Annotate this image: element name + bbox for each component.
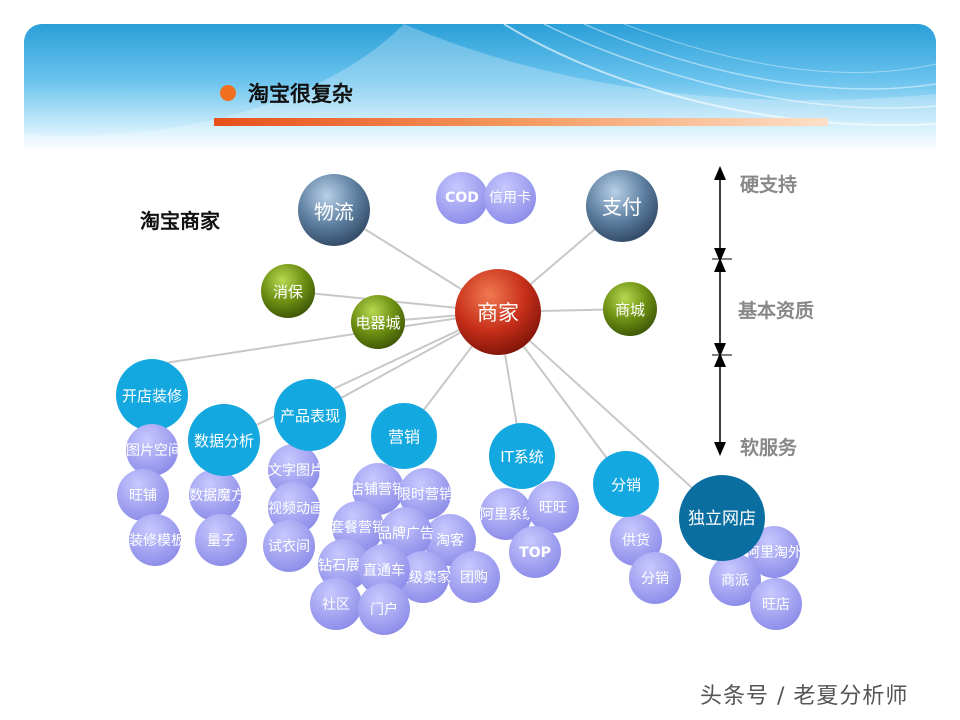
svg-text:开店装修: 开店装修 <box>122 387 182 405</box>
node-menhu: 门户 <box>358 583 410 635</box>
node-alixitong: 阿里系统 <box>480 488 536 540</box>
svg-text:社区: 社区 <box>322 597 350 613</box>
svg-text:文字图片: 文字图片 <box>268 463 324 479</box>
side-label-basic: 基本资质 <box>738 300 815 322</box>
svg-text:品牌广告: 品牌广告 <box>378 525 434 542</box>
svg-text:供货: 供货 <box>622 532 650 549</box>
svg-text:商城: 商城 <box>615 301 645 319</box>
node-tupian: 图片空间 <box>126 424 182 476</box>
connector-line <box>151 311 499 366</box>
side-label-soft: 软服务 <box>740 437 798 459</box>
connector-line <box>497 311 723 516</box>
svg-text:旺店: 旺店 <box>762 597 790 613</box>
node-wenzi: 文字图片 <box>268 444 324 496</box>
node-wuliu: 物流 <box>298 174 370 246</box>
node-zhuangxiu: 装修模板 <box>129 514 185 566</box>
node-wangpu: 旺铺 <box>117 469 169 521</box>
svg-text:商家: 商家 <box>477 301 519 325</box>
svg-text:消保: 消保 <box>273 283 303 301</box>
node-tuangou: 团购 <box>448 551 500 603</box>
node-alitaowai: 阿里淘外 <box>746 526 802 578</box>
node-fenxiao: 分销 <box>593 451 659 517</box>
node-yingxiao: 营销 <box>371 403 437 469</box>
node-shiyijian: 试衣间 <box>263 520 315 572</box>
svg-text:视频动画: 视频动画 <box>268 501 324 517</box>
node-fenxiao2: 分销 <box>629 552 681 604</box>
svg-text:TOP: TOP <box>519 545 551 561</box>
node-shangpai: 商派 <box>709 554 761 606</box>
node-wangdian: 旺店 <box>750 578 802 630</box>
bullet-dot-icon <box>220 85 236 101</box>
node-kaidian: 开店装修 <box>116 359 188 431</box>
node-xinyongka: 信用卡 <box>484 172 536 224</box>
svg-text:IT系统: IT系统 <box>500 448 544 466</box>
node-xiaobao: 消保 <box>261 264 315 318</box>
svg-text:淘客: 淘客 <box>436 532 464 549</box>
svg-text:装修模板: 装修模板 <box>129 533 185 549</box>
svg-text:商派: 商派 <box>721 573 749 589</box>
svg-text:支付: 支付 <box>602 195 642 219</box>
node-itxitong: IT系统 <box>489 423 555 489</box>
svg-text:分销: 分销 <box>641 571 669 587</box>
node-center-shangjia: 商家 <box>455 269 541 355</box>
svg-text:旺铺: 旺铺 <box>129 488 157 504</box>
svg-text:门户: 门户 <box>370 601 398 618</box>
node-shujumofang: 数据魔方 <box>189 469 245 521</box>
node-dianqicheng: 电器城 <box>351 295 405 349</box>
node-shangcheng: 商城 <box>603 282 657 336</box>
merchant-label: 淘宝商家 <box>140 209 220 233</box>
svg-text:电器城: 电器城 <box>355 314 400 332</box>
node-cod: COD <box>436 172 488 224</box>
svg-text:分销: 分销 <box>611 476 641 494</box>
svg-text:团购: 团购 <box>460 570 488 586</box>
svg-text:套餐营销: 套餐营销 <box>330 520 386 536</box>
svg-text:店铺营销: 店铺营销 <box>350 482 406 498</box>
node-duli: 独立网店 <box>679 475 765 561</box>
slide-title: 淘宝很复杂 <box>248 82 353 106</box>
svg-text:COD: COD <box>445 190 479 206</box>
svg-text:量子: 量子 <box>207 533 235 549</box>
watermark: 头条号 / 老夏分析师 <box>700 684 909 709</box>
connector-line <box>223 311 499 441</box>
node-top: TOP <box>509 526 561 578</box>
svg-text:直通车: 直通车 <box>363 562 405 579</box>
side-label-hard: 硬支持 <box>740 174 798 196</box>
svg-text:图片空间: 图片空间 <box>126 443 182 459</box>
svg-text:阿里淘外: 阿里淘外 <box>746 545 802 561</box>
svg-text:独立网店: 独立网店 <box>688 509 756 529</box>
svg-text:阿里系统: 阿里系统 <box>480 507 536 523</box>
svg-text:物流: 物流 <box>314 200 354 224</box>
svg-text:营销: 营销 <box>388 428 420 447</box>
node-shipin: 视频动画 <box>268 482 324 534</box>
node-chanpin: 产品表现 <box>274 379 346 451</box>
slide-title-wrap: 淘宝很复杂 <box>220 78 353 108</box>
node-liangzi: 量子 <box>195 514 247 566</box>
node-xianshi: 限时营销 <box>397 468 453 520</box>
svg-text:信用卡: 信用卡 <box>489 190 531 206</box>
svg-text:数据魔方: 数据魔方 <box>189 488 245 504</box>
node-zhifu: 支付 <box>586 170 658 242</box>
svg-text:旺旺: 旺旺 <box>539 500 567 516</box>
node-taoke: 淘客 <box>424 514 476 566</box>
node-wangwang: 旺旺 <box>527 481 579 533</box>
node-shequ: 社区 <box>310 578 362 630</box>
tier-arrow <box>712 166 732 456</box>
title-underline <box>214 118 828 126</box>
svg-text:试衣间: 试衣间 <box>268 539 310 555</box>
svg-text:限时营销: 限时营销 <box>397 487 453 503</box>
node-shujufenxi: 数据分析 <box>188 404 260 476</box>
svg-text:数据分析: 数据分析 <box>194 432 254 450</box>
svg-text:产品表现: 产品表现 <box>280 407 340 425</box>
node-zhitongche: 直通车 <box>358 544 410 596</box>
